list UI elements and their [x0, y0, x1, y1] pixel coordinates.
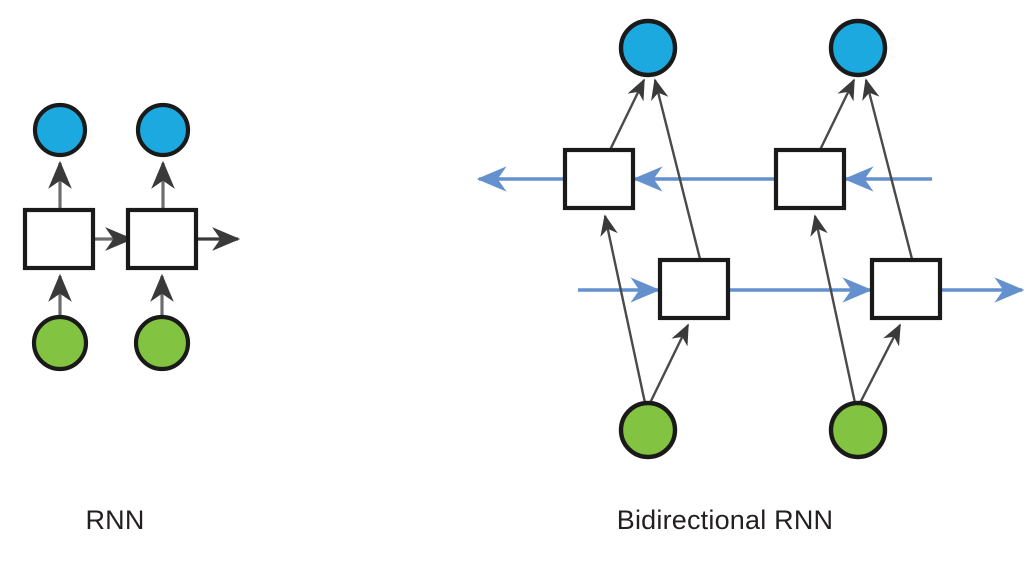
- birnn-input-to-forward-edges: [648, 323, 902, 404]
- rnn-input-node-1: [133, 314, 191, 372]
- birnn-input-node-0: [618, 400, 678, 460]
- edge-backward1-to-output1: [818, 78, 856, 151]
- birnn-backward-cells: [562, 147, 847, 211]
- edge-input1-to-backward1: [810, 214, 857, 404]
- edge-forward0-to-output0: [651, 78, 702, 260]
- edge-forward1-to-output1: [862, 78, 914, 260]
- birnn-output-nodes: [618, 18, 888, 78]
- birnn-backward-to-output-edges: [608, 78, 856, 151]
- edge-input0-to-forward0: [648, 323, 690, 404]
- rnn-input-to-cell-edges: [48, 273, 174, 318]
- edge-backward0-to-output0: [608, 78, 646, 151]
- panel-bidirectional-rnn: [476, 18, 1025, 460]
- birnn-backward-cell-1: [773, 147, 847, 211]
- rnn-output-nodes: [32, 102, 191, 158]
- panel-caption-bidirectional-rnn: Bidirectional RNN: [616, 505, 834, 535]
- birnn-forward-cell-1: [869, 257, 943, 321]
- birnn-forward-to-output-edges: [651, 78, 914, 260]
- birnn-forward-cell-0: [657, 257, 731, 321]
- rnn-cell-0: [22, 207, 96, 271]
- edge-input1-to-forward1: [858, 323, 902, 404]
- birnn-output-node-0: [618, 18, 678, 78]
- rnn-hidden-cells: [22, 207, 199, 271]
- rnn-output-node-1: [135, 102, 191, 158]
- birnn-output-node-1: [828, 18, 888, 78]
- rnn-input-nodes: [31, 314, 191, 372]
- panel-rnn: [22, 102, 241, 372]
- birnn-input-nodes: [618, 400, 888, 460]
- birnn-input-node-1: [828, 400, 888, 460]
- rnn-cell-1: [125, 207, 199, 271]
- edge-input0-to-backward0: [600, 214, 647, 404]
- rnn-cell-to-output-edges: [48, 160, 175, 209]
- birnn-forward-cells: [657, 257, 943, 321]
- rnn-output-node-0: [32, 102, 88, 158]
- birnn-input-to-backward-edges: [600, 214, 857, 404]
- rnn-input-node-0: [31, 314, 89, 372]
- panel-caption-rnn: RNN: [85, 505, 145, 535]
- birnn-backward-cell-0: [562, 147, 636, 211]
